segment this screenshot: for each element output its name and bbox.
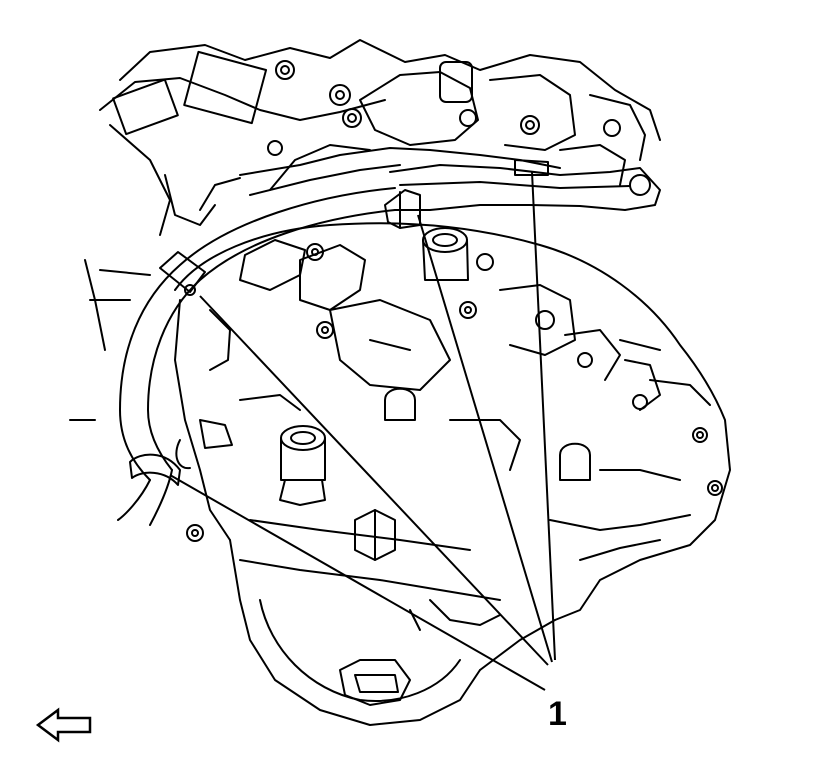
transmission-housing <box>174 222 731 726</box>
clamp-lower-left <box>129 453 181 486</box>
leader-line-2 <box>417 214 553 663</box>
leader-line-1 <box>531 171 556 661</box>
clamp-bolt <box>184 284 196 296</box>
callout-number: 1 <box>548 695 567 733</box>
callout-leaders <box>169 171 556 691</box>
coolant-pipe <box>389 144 661 211</box>
housing-details <box>175 227 723 631</box>
left-arrow-icon <box>35 707 92 743</box>
clamp-upper-right <box>514 159 549 176</box>
clamp-upper-left <box>159 251 206 293</box>
upper-engine-components <box>99 39 661 236</box>
leader-line-3 <box>199 295 549 666</box>
left-frame-lines <box>69 259 151 421</box>
leader-line-4 <box>169 474 546 691</box>
